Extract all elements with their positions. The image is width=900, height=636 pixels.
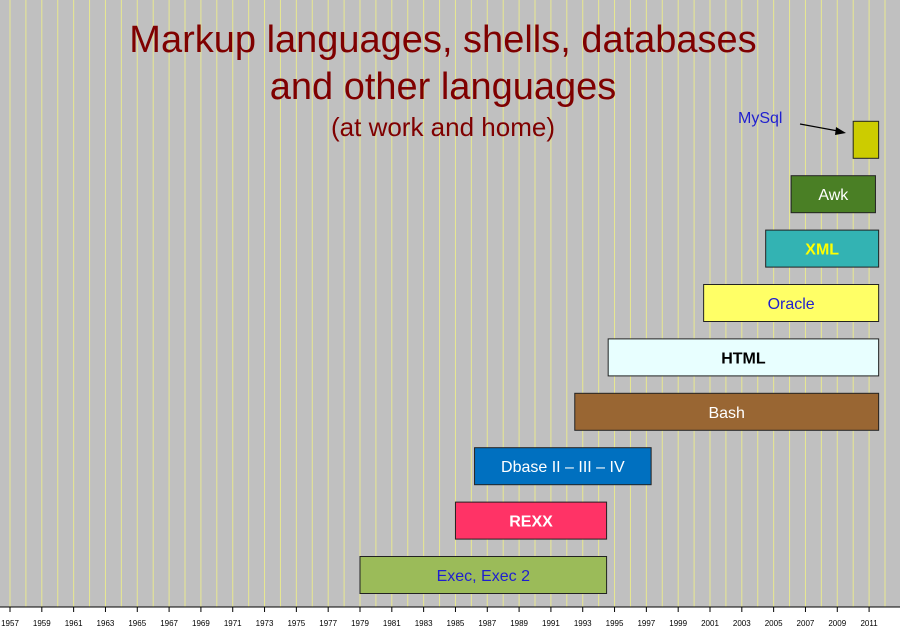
x-tick-label: 1973 [256,619,274,628]
bar-oracle: Oracle [703,284,880,322]
bar-label: Exec, Exec 2 [437,568,530,585]
bar-awk: Awk [790,175,876,214]
bar-dbase-ii-iii-iv: Dbase II – III – IV [474,447,652,486]
bar-xml: XML [765,229,880,268]
x-tick-label: 1969 [192,619,210,628]
x-tick-label: 1981 [383,619,401,628]
x-tick-label: 1985 [447,619,465,628]
bar-label: REXX [509,514,553,531]
bar-html: HTML [607,338,880,377]
x-tick-label: 1957 [1,619,19,628]
x-tick-label: 2011 [860,619,878,628]
mysql-annotation-arrow [799,123,846,135]
x-tick-label: 1959 [33,619,51,628]
x-tick-label: 1995 [606,619,624,628]
x-tick-label: 2001 [701,619,719,628]
bar-label: Oracle [768,296,815,313]
chart-subtitle: (at work and home) [331,112,555,142]
x-tick-label: 1965 [128,619,146,628]
x-axis-ticks: 1957 1959 1961 1963 1965 1967 1969 1971 1973 1975… [1,607,878,628]
bar-rexx: REXX [454,501,608,540]
x-tick-label: 1997 [637,619,655,628]
bar-rect [852,120,880,159]
x-tick-label: 1987 [478,619,496,628]
bar-rect [454,501,608,540]
x-tick-label: 1975 [287,619,305,628]
x-tick-label: 1967 [160,619,178,628]
chart-title-line2: and other languages [270,66,617,108]
mysql-annotation-label: MySql [738,110,782,127]
x-tick-label: 1983 [415,619,433,628]
x-tick-label: 2009 [828,619,846,628]
x-tick-label: 1991 [542,619,560,628]
bar-mysql [852,120,880,159]
x-tick-label: 2003 [733,619,751,628]
x-tick-label: 1961 [65,619,83,628]
bar-exec-exec-2: Exec, Exec 2 [359,556,608,594]
bar-rect [703,284,880,322]
x-tick-label: 2007 [797,619,815,628]
bar-rect [474,447,652,486]
x-tick-label: 1979 [351,619,369,628]
bar-rect [574,392,880,431]
bar-rect [765,229,880,268]
bar-rect [790,175,876,214]
bar-label: HTML [721,350,766,367]
x-tick-label: 1999 [669,619,687,628]
chart-title: Markup languages, shells, databases [129,19,756,61]
x-tick-label: 1963 [97,619,115,628]
x-tick-label: 1971 [224,619,242,628]
bar-rect [359,556,608,594]
bar-rect [607,338,880,377]
x-tick-label: 2005 [765,619,783,628]
bar-label: XML [805,242,839,259]
x-tick-label: 1977 [319,619,337,628]
bar-label: Dbase II – III – IV [501,459,625,476]
bar-label: Awk [818,187,849,204]
x-tick-label: 1993 [574,619,592,628]
timeline-bars: Exec, Exec 2 REXX Dbase II – III – IV Bash H… [359,120,880,594]
x-tick-label: 1989 [510,619,528,628]
bar-bash: Bash [574,392,880,431]
bar-label: Bash [708,405,744,422]
